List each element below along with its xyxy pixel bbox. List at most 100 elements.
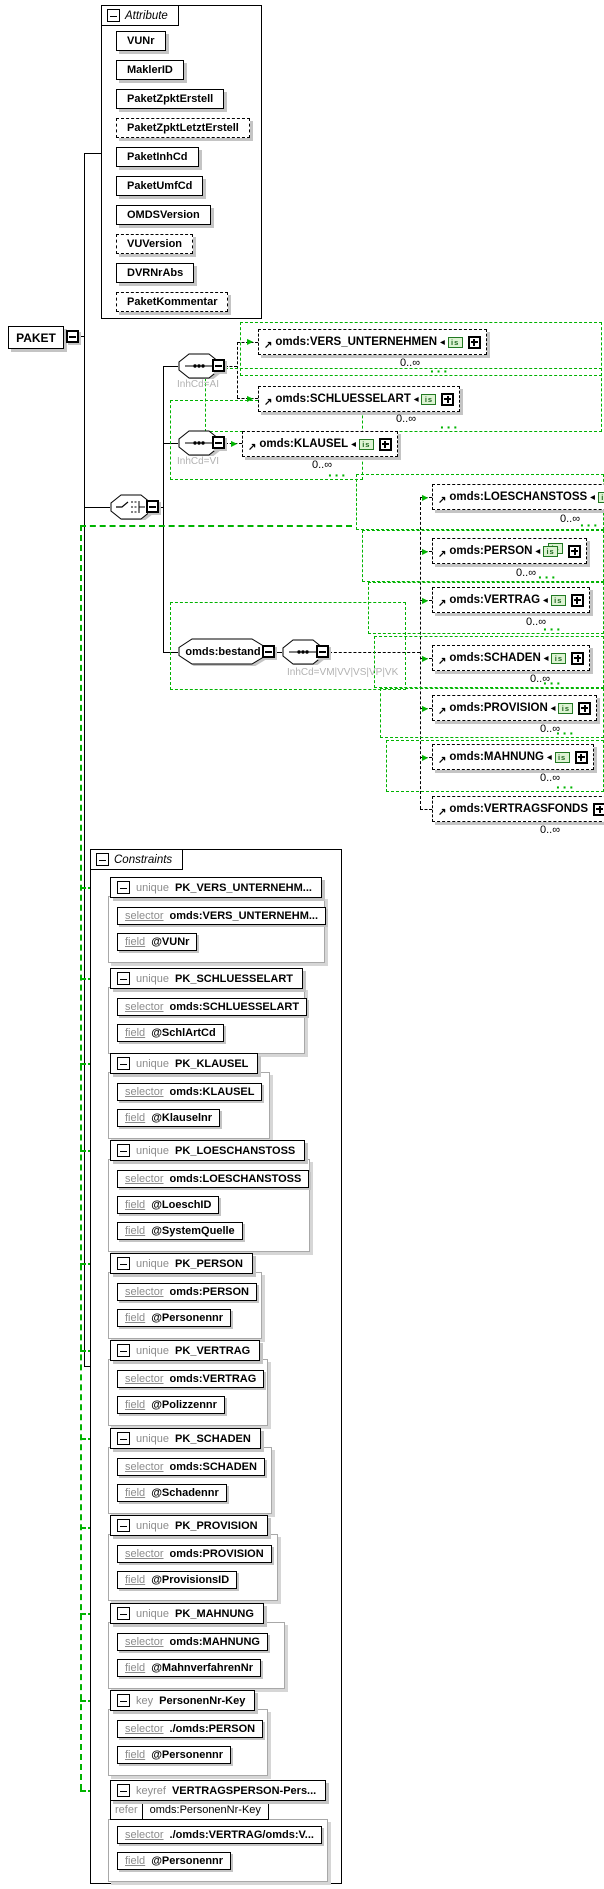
constraint-selector-row[interactable]: selector omds:LOESCHANSTOSS: [117, 1170, 310, 1188]
sequence-connector-ai[interactable]: [178, 353, 222, 381]
constraint-refer-row[interactable]: refer omds:PersonenNr-Key: [110, 1800, 269, 1820]
collapse-icon[interactable]: [117, 1432, 130, 1445]
attribute-omdsversion[interactable]: OMDSVersion: [116, 205, 211, 225]
constraint-header[interactable]: unique PK_SCHLUESSELART: [110, 968, 304, 989]
element-omds-bestand[interactable]: omds:bestand: [178, 638, 269, 667]
constraint-selector-row[interactable]: selector omds:SCHADEN: [117, 1458, 265, 1476]
constraint-header[interactable]: unique PK_VERS_UNTERNEHM...: [110, 877, 322, 898]
expand-icon[interactable]: [571, 651, 585, 665]
constraint-field-row[interactable]: field @Personennr: [117, 1852, 232, 1870]
element-omds-provision[interactable]: ↗ omds:PROVISION ◀ is: [432, 695, 598, 721]
constraint-header[interactable]: unique PK_LOESCHANSTOSS: [110, 1140, 306, 1161]
collapse-icon[interactable]: [117, 1344, 130, 1357]
collapse-icon[interactable]: [117, 972, 130, 985]
constraint-selector-row[interactable]: selector omds:KLAUSEL: [117, 1083, 263, 1101]
constraint-header[interactable]: key PersonenNr-Key: [110, 1690, 256, 1711]
collapse-icon[interactable]: [117, 1057, 130, 1070]
choice-connector[interactable]: [110, 494, 154, 522]
collapse-icon[interactable]: [212, 436, 225, 449]
substitution-arrow-icon: ◀: [543, 655, 549, 662]
constraint-selector-row[interactable]: selector omds:VERTRAG: [117, 1370, 265, 1388]
constraint-field-row[interactable]: field @Schadennr: [117, 1484, 227, 1502]
element-omds-loeschanstoss[interactable]: ↗ omds:LOESCHANSTOSS ◀ is: [432, 484, 604, 510]
constraint-field-row[interactable]: field @Klauselnr: [117, 1109, 221, 1127]
constraint-header[interactable]: unique PK_KLAUSEL: [110, 1053, 259, 1074]
element-omds-schaden[interactable]: ↗ omds:SCHADEN ◀ is: [432, 645, 591, 671]
expand-icon[interactable]: [378, 437, 392, 451]
constraint-selector-row[interactable]: selector omds:PROVISION: [117, 1545, 272, 1563]
constraints-container-tab[interactable]: Constraints: [90, 849, 184, 870]
constraint-header[interactable]: unique PK_PERSON: [110, 1253, 253, 1274]
constraint-selector-row[interactable]: selector omds:VERS_UNTERNEHM...: [117, 907, 327, 925]
collapse-icon[interactable]: [117, 1784, 130, 1797]
element-omds-vertragsfonds[interactable]: ↗ omds:VERTRAGSFONDS: [432, 796, 604, 822]
attribute-paketinhcd[interactable]: PaketInhCd: [116, 147, 199, 167]
constraint-field-row[interactable]: field @MahnverfahrenNr: [117, 1659, 261, 1677]
constraint-field-row[interactable]: field @SystemQuelle: [117, 1222, 243, 1240]
constraint-field-row[interactable]: field @ProvisionsID: [117, 1571, 238, 1589]
element-ref-icon: ↗: [438, 655, 447, 667]
collapse-icon[interactable]: [117, 1607, 130, 1620]
element-omds-schluesselart[interactable]: ↗ omds:SCHLUESSELART ◀ is: [258, 386, 461, 412]
constraint-selector-row[interactable]: selector ./omds:VERTRAG/omds:V...: [117, 1826, 322, 1844]
element-omds-mahnung[interactable]: ↗ omds:MAHNUNG ◀ is: [432, 744, 594, 770]
collapse-icon[interactable]: [212, 359, 225, 372]
expand-icon[interactable]: [593, 802, 604, 816]
constraint-field-row[interactable]: field @Polizzennr: [117, 1396, 225, 1414]
collapse-icon[interactable]: [262, 645, 275, 658]
constraint-selector-row[interactable]: selector ./omds:PERSON: [117, 1720, 264, 1738]
attribute-container-tab[interactable]: Attribute: [101, 5, 179, 26]
constraint-field-row[interactable]: field @SchlArtCd: [117, 1024, 224, 1042]
collapse-icon[interactable]: [316, 645, 329, 658]
constraint-field-row[interactable]: field @Personennr: [117, 1746, 232, 1764]
expand-icon[interactable]: [574, 750, 588, 764]
expand-icon[interactable]: [578, 701, 592, 715]
constraint-header[interactable]: unique PK_SCHADEN: [110, 1428, 261, 1449]
constraint-field-row[interactable]: field @LoeschID: [117, 1196, 220, 1214]
collapse-icon[interactable]: [107, 9, 120, 22]
root-element-paket[interactable]: PAKET: [8, 326, 64, 349]
attribute-dvrnrabs[interactable]: DVRNrAbs: [116, 263, 195, 283]
constraint-header[interactable]: unique PK_VERTRAG: [110, 1340, 261, 1361]
element-omds-vertrag[interactable]: ↗ omds:VERTRAG ◀ is: [432, 587, 590, 613]
sequence-connector-vi[interactable]: [178, 430, 222, 458]
attribute-paketumfcd[interactable]: PaketUmfCd: [116, 176, 204, 196]
element-omds-person[interactable]: ↗ omds:PERSON ◀ is is: [432, 538, 588, 564]
collapse-icon[interactable]: [117, 1257, 130, 1270]
constraint-name: PK_MAHNUNG: [175, 1607, 254, 1620]
attribute-paketzpktletzterstell[interactable]: PaketZpktLetztErstell: [116, 118, 250, 138]
constraint-field-row[interactable]: field @Personennr: [117, 1309, 232, 1327]
constraint-header[interactable]: unique PK_MAHNUNG: [110, 1603, 264, 1624]
element-label: omds:SCHADEN: [449, 652, 541, 664]
constraint-selector-row[interactable]: selector omds:PERSON: [117, 1283, 257, 1301]
collapse-icon[interactable]: [146, 500, 159, 513]
expand-icon[interactable]: [570, 593, 584, 607]
constraint-header[interactable]: keyref VERTRAGSPERSON-Pers...: [110, 1780, 327, 1801]
expand-icon[interactable]: [568, 544, 582, 558]
attribute-paketzpkterstell[interactable]: PaketZpktErstell: [116, 89, 225, 109]
constraint-field-row[interactable]: field @VUNr: [117, 933, 198, 951]
collapse-icon[interactable]: [117, 1694, 130, 1707]
element-omds-klausel[interactable]: ↗ omds:KLAUSEL ◀ is: [242, 431, 398, 457]
element-label: omds:LOESCHANSTOSS: [449, 491, 588, 503]
expand-icon[interactable]: [441, 392, 455, 406]
expand-icon[interactable]: [467, 335, 481, 349]
attribute-paketkommentar[interactable]: PaketKommentar: [116, 292, 229, 312]
more-dots-icon: ···: [543, 621, 563, 637]
more-dots-icon: ···: [543, 675, 563, 691]
collapse-icon[interactable]: [117, 1519, 130, 1532]
constraint-selector-row[interactable]: selector omds:SCHLUESSELART: [117, 998, 308, 1016]
element-omds-vers-unternehmen[interactable]: ↗ omds:VERS_UNTERNEHMEN ◀ is: [258, 329, 487, 355]
collapse-icon[interactable]: [117, 881, 130, 894]
identity-constraint-icon: is: [558, 702, 574, 714]
collapse-icon[interactable]: [117, 1144, 130, 1157]
sequence-connector-bestand[interactable]: [282, 639, 326, 667]
attribute-vuversion[interactable]: VUVersion: [116, 234, 194, 254]
constraint-selector-row[interactable]: selector omds:MAHNUNG: [117, 1633, 268, 1651]
constraint-header[interactable]: unique PK_PROVISION: [110, 1515, 268, 1536]
attribute-vunr[interactable]: VUNr: [116, 31, 166, 51]
collapse-icon[interactable]: [96, 853, 109, 866]
collapse-icon[interactable]: [66, 330, 79, 343]
attribute-maklerid[interactable]: MaklerID: [116, 60, 184, 80]
substitution-arrow-icon: ◀: [550, 705, 556, 712]
